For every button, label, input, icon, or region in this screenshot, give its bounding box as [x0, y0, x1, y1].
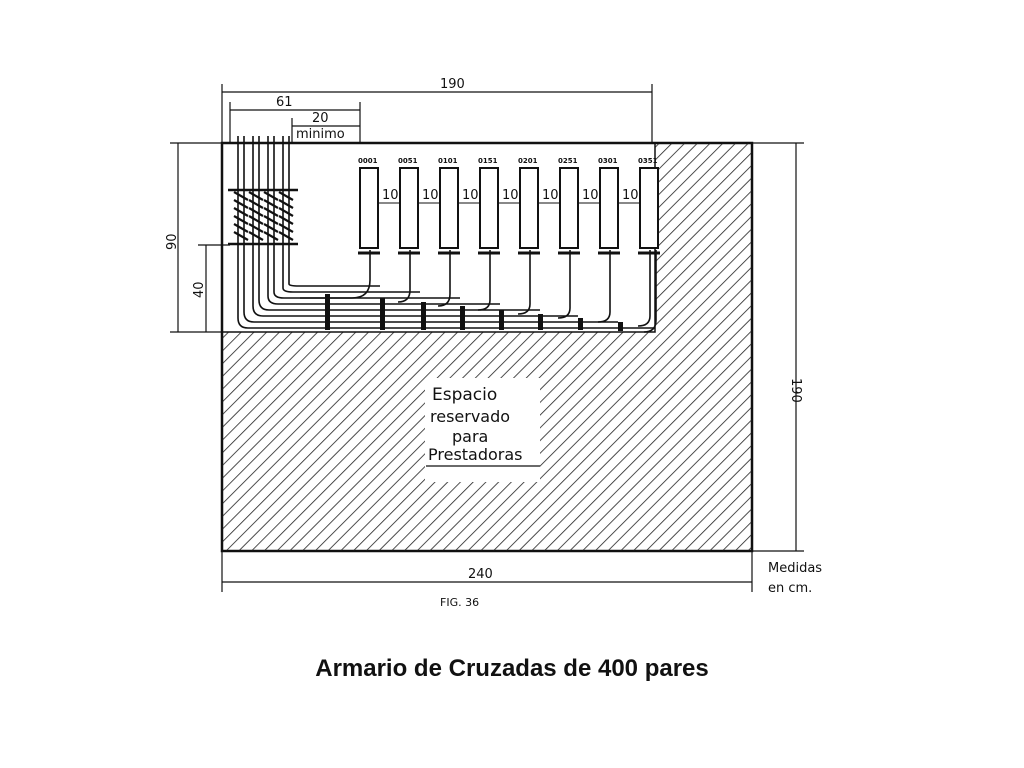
block-code-4: 0151 [478, 157, 498, 165]
units-note-line-2: en cm. [768, 581, 812, 596]
left-total-label: 90 [165, 233, 180, 250]
cable-clamps [325, 294, 623, 331]
reserved-line-2: reservado [430, 407, 510, 426]
block-code-7: 0301 [598, 157, 618, 165]
right-total-label: 190 [788, 378, 803, 403]
reserved-line-3: para [452, 427, 488, 446]
left-lower-label: 40 [192, 281, 207, 298]
right-dimension-lines [752, 142, 804, 552]
block-code-2: 0051 [398, 157, 418, 165]
spacing-label-2: 10 [422, 188, 439, 203]
figure-caption: Armario de Cruzadas de 400 pares [315, 655, 709, 682]
block-code-1: 0001 [358, 157, 378, 165]
reserved-line-4: Prestadoras [428, 445, 523, 464]
bottom-total-label: 240 [468, 567, 493, 582]
minimum-label: minimo [296, 127, 345, 142]
terminal-blocks [359, 167, 659, 249]
spacing-label-7: 10 [622, 188, 639, 203]
block-code-5: 0201 [518, 157, 538, 165]
left-dimension-lines [170, 142, 230, 333]
spacing-label-1: 10 [382, 188, 399, 203]
cross-connect-cabinet-diagram: Espacio reservado para Prestadoras [165, 77, 822, 609]
top-total-label: 190 [440, 77, 465, 92]
block-code-6: 0251 [558, 157, 578, 165]
figure-label: FIG. 36 [440, 596, 479, 609]
top-inner-label: 20 [312, 111, 329, 126]
spacing-label-3: 10 [462, 188, 479, 203]
cable-bundle [237, 136, 657, 333]
spacing-label-4: 10 [502, 188, 519, 203]
cable-coils [228, 188, 298, 246]
spacing-label-5: 10 [542, 188, 559, 203]
bottom-dimension-lines [221, 551, 753, 592]
units-note-line-1: Medidas [768, 561, 822, 576]
top-dimension-lines [221, 84, 653, 143]
spacing-label-6: 10 [582, 188, 599, 203]
block-code-8: 0351 [638, 157, 658, 165]
reserved-line-1: Espacio [432, 385, 497, 405]
top-left-label: 61 [276, 95, 293, 110]
block-code-3: 0101 [438, 157, 458, 165]
reserved-text-box [425, 378, 540, 482]
